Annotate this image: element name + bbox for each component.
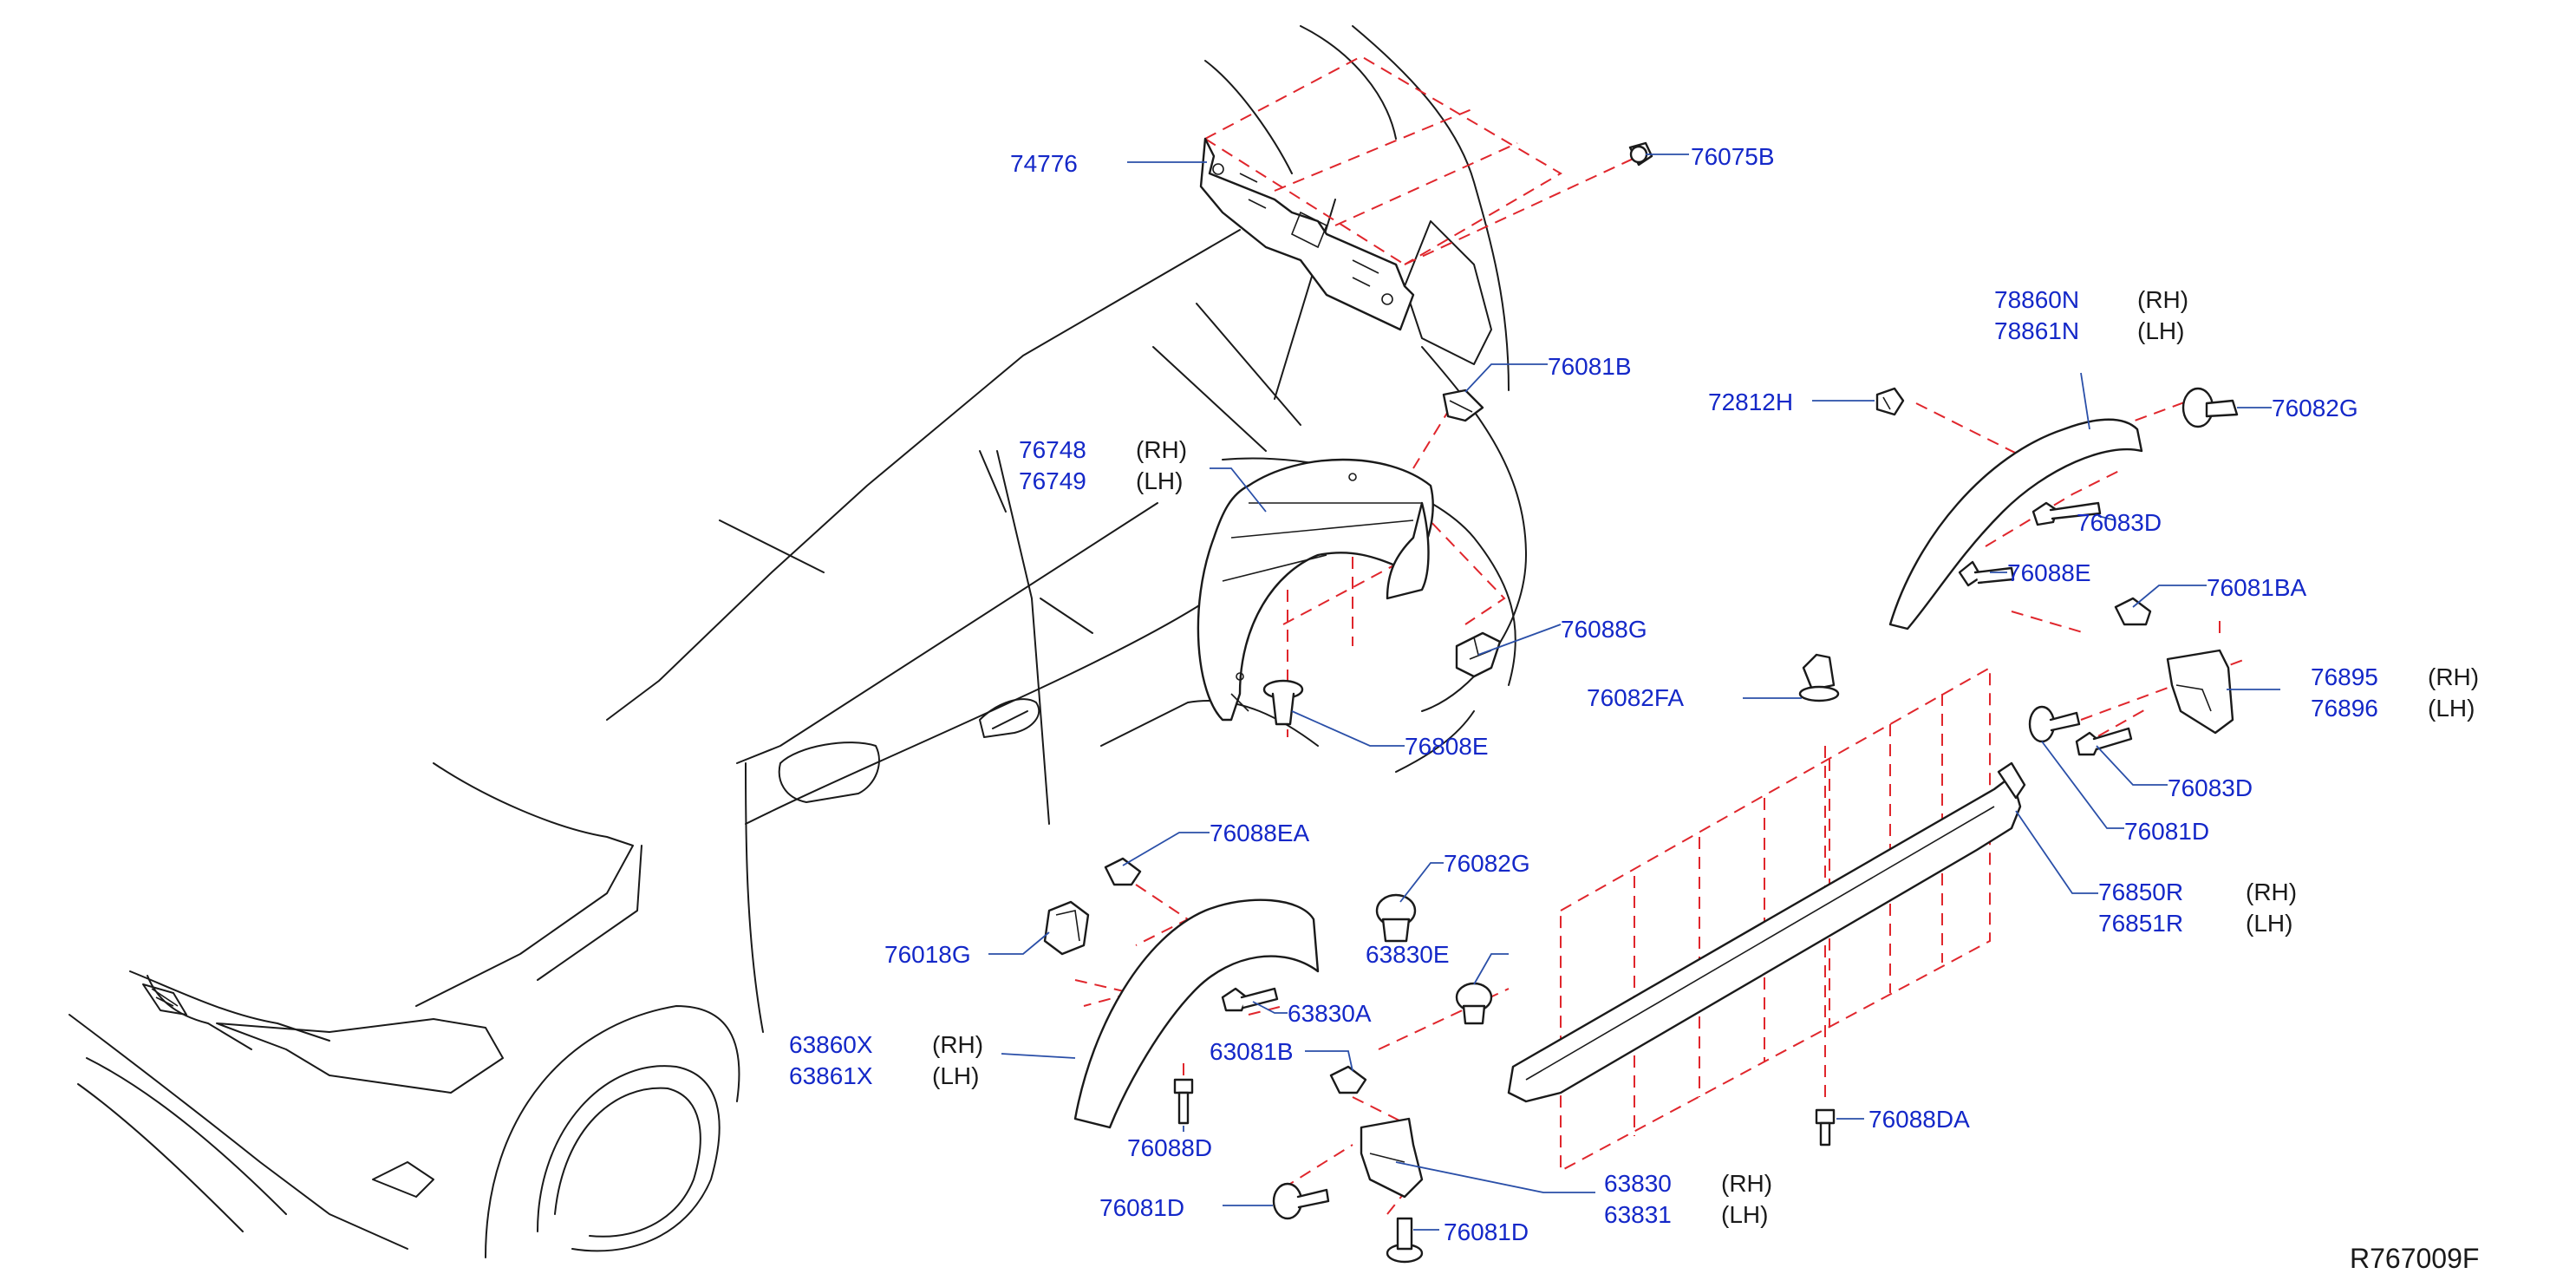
part-76082G-top-shape [2181, 387, 2239, 428]
label-76081BA: 76081BA [2207, 574, 2307, 601]
label-76018G: 76018G [884, 941, 971, 968]
label-76896: 76896 [2311, 695, 2378, 722]
label-76088D: 76088D [1127, 1134, 1212, 1161]
label-63861X: 63861X [789, 1062, 873, 1089]
part-76088D-screw-shape [1173, 1078, 1194, 1125]
part-76083D-top-screw-shape [2031, 501, 2102, 526]
part-76081D-right-clip-shape [2028, 705, 2081, 743]
part-76081D-left-clip-shape [1272, 1182, 1330, 1220]
part-63830E-clip-shape [1455, 982, 1493, 1025]
label-76896-side: (LH) [2428, 695, 2475, 722]
part-63081B-clip-shape [1329, 1065, 1367, 1094]
part-76088DA-screw-shape [1815, 1108, 1836, 1147]
label-63860X: 63860X [789, 1031, 873, 1058]
part-76808E-grommet-shape [1262, 679, 1304, 726]
label-76851R-side: (LH) [2246, 910, 2292, 937]
part-76082G-low-shape [1375, 893, 1417, 943]
label-76081D-left: 76081D [1099, 1194, 1184, 1221]
part-76082FA-clip-shape [1798, 653, 1840, 702]
label-76082G-top: 76082G [2272, 395, 2358, 421]
label-63830-side: (RH) [1721, 1170, 1772, 1197]
part-63860X-front-arch-shape [1073, 898, 1320, 1129]
diagram-reference-code: R767009F [2350, 1243, 2479, 1274]
label-63860X-side: (RH) [932, 1031, 983, 1058]
label-76749: 76749 [1019, 467, 1086, 494]
label-76895: 76895 [2311, 663, 2378, 690]
label-76088EA: 76088EA [1210, 820, 1310, 846]
label-76895-side: (RH) [2428, 663, 2479, 690]
part-76088E-clip-shape [1958, 560, 2015, 587]
label-63861X-side: (LH) [932, 1062, 979, 1089]
label-63831: 63831 [1604, 1201, 1672, 1228]
part-76088EA-clip-shape [1104, 857, 1142, 886]
part-78860N-arch-shape [1888, 418, 2143, 630]
part-76018G-shape [1043, 900, 1090, 956]
label-78861N-side: (LH) [2137, 317, 2184, 344]
label-76075B: 76075B [1691, 143, 1775, 170]
label-63830A: 63830A [1288, 1000, 1372, 1027]
label-76088DA: 76088DA [1868, 1106, 1970, 1133]
label-76082FA: 76082FA [1587, 684, 1684, 711]
part-76081B-shape [1442, 389, 1484, 422]
leader-lines [988, 154, 2280, 1231]
part-76895-mudflap-shape [2166, 649, 2234, 735]
label-76850R-side: (RH) [2246, 879, 2297, 905]
part-63830A-screw-shape [1221, 987, 1279, 1012]
label-76748-side: (RH) [1136, 436, 1187, 463]
part-76081D-bottom-clip-shape [1386, 1217, 1424, 1264]
part-74776-shape [1199, 137, 1415, 331]
part-76748-wheel-liner-shape [1197, 458, 1434, 722]
label-76082G-low: 76082G [1444, 850, 1530, 877]
label-76083D-top: 76083D [2077, 509, 2162, 536]
label-76808E: 76808E [1405, 733, 1489, 760]
callout-labels: 74776 76075B 76081B 76748 (RH) 76749 (LH… [789, 143, 2479, 1274]
label-72812H: 72812H [1708, 389, 1793, 415]
label-63830E: 63830E [1366, 941, 1450, 968]
label-63830: 63830 [1604, 1170, 1672, 1197]
label-76081D-right: 76081D [2124, 818, 2209, 845]
label-74776: 74776 [1010, 150, 1078, 177]
part-76081BA-clip-shape [2114, 597, 2152, 626]
part-63830-front-mudflap-shape [1360, 1117, 1424, 1199]
label-76083D-mid: 76083D [2168, 774, 2253, 801]
label-76088E: 76088E [2007, 559, 2091, 586]
label-76749-side: (LH) [1136, 467, 1183, 494]
label-76088G: 76088G [1561, 616, 1647, 643]
part-72812H-clip-shape [1875, 387, 1905, 416]
label-78861N: 78861N [1994, 317, 2079, 344]
label-63081B: 63081B [1210, 1038, 1294, 1065]
label-76851R: 76851R [2098, 910, 2183, 937]
label-76748: 76748 [1019, 436, 1086, 463]
part-76850R-sill-shape [1507, 761, 2026, 1103]
part-76083D-mid-screw-shape [2075, 727, 2133, 756]
label-76081B: 76081B [1548, 353, 1632, 380]
label-76081D-bottom: 76081D [1444, 1218, 1529, 1245]
part-76075B-shape [1628, 141, 1653, 167]
label-76850R: 76850R [2098, 879, 2183, 905]
label-78860N: 78860N [1994, 286, 2079, 313]
label-78860N-side: (RH) [2137, 286, 2188, 313]
label-63831-side: (LH) [1721, 1201, 1768, 1228]
